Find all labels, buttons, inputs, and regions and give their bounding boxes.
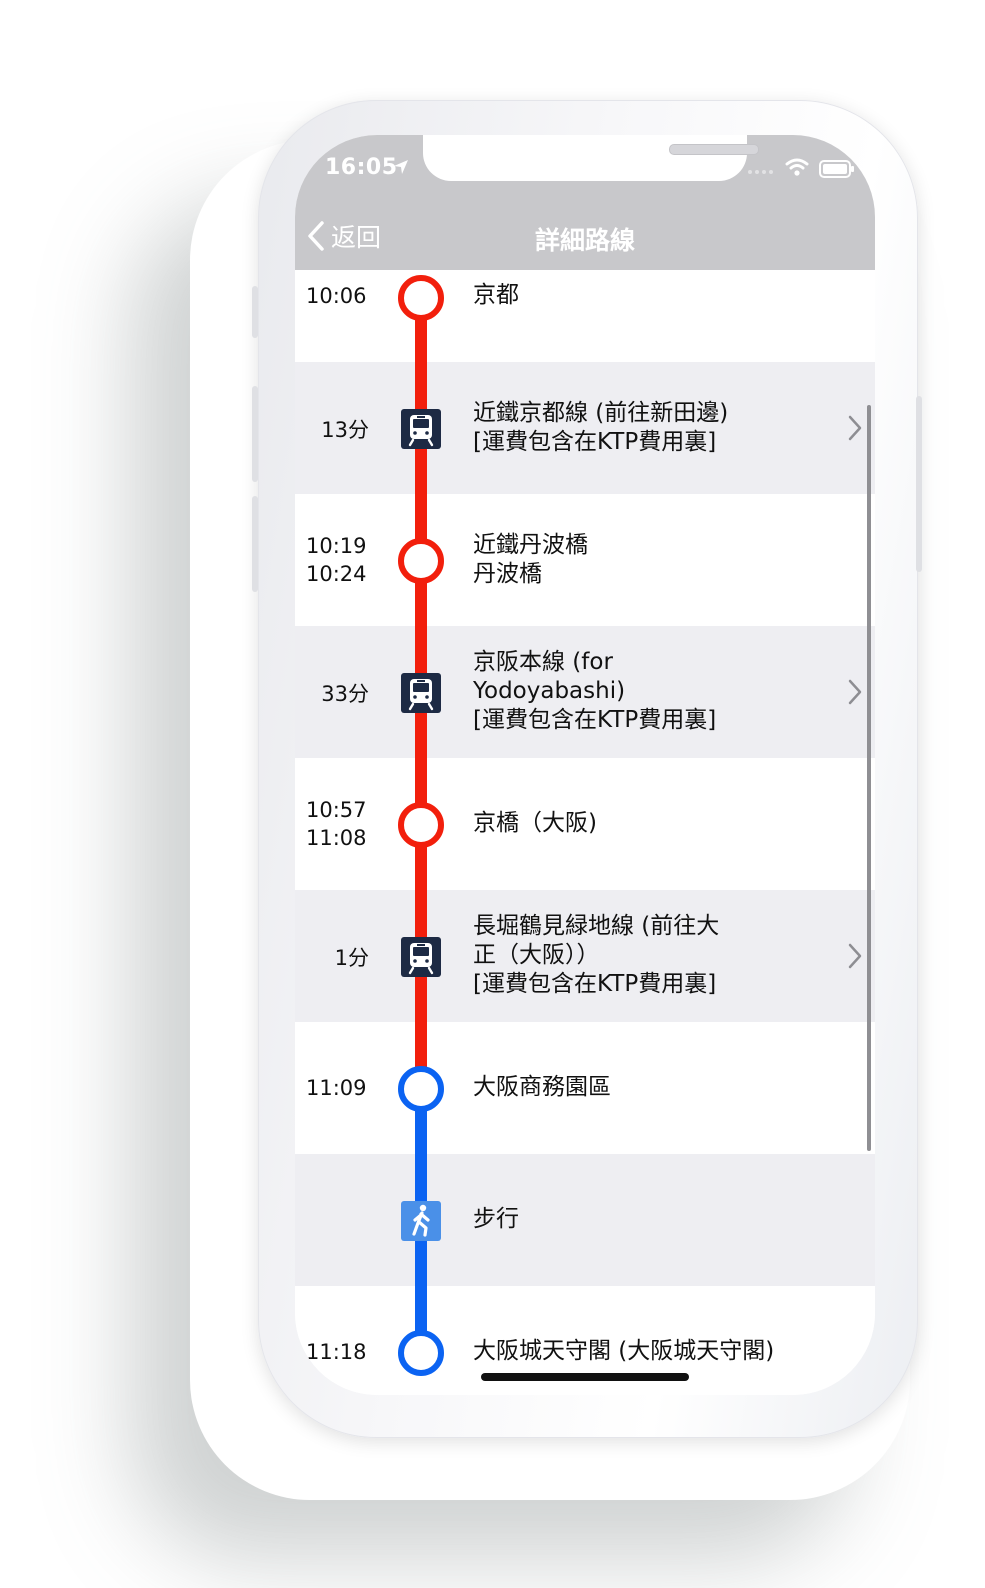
volume-up-button — [252, 386, 258, 482]
app-screen: 16:05 返回 詳細路線 10:06 — [295, 135, 875, 1395]
arrival-time: 11:18 — [306, 1340, 367, 1364]
arrival-station: 近鐵丹波橋 — [473, 532, 588, 558]
volume-down-button — [252, 496, 258, 592]
segment-duration: 33分 — [321, 682, 369, 706]
status-time: 16:05 — [325, 155, 398, 180]
station-name: 京都 — [473, 282, 519, 308]
fare-note: [運費包含在KTP費用裏] — [473, 971, 717, 997]
mute-switch — [252, 286, 258, 338]
back-label: 返回 — [331, 223, 382, 252]
station-name: 大阪城天守閣 (大阪城天守閣) — [473, 1338, 775, 1364]
fare-note: [運費包含在KTP費用裏] — [473, 429, 717, 455]
segment-description: 長堀鶴見緑地線 (前往大 正（大阪）） [運費包含在KTP費用裏] — [473, 912, 783, 999]
segment-row-walk: 步行 — [295, 1154, 875, 1286]
segment-duration: 13分 — [321, 418, 369, 442]
page-title: 詳細路線 — [534, 226, 635, 255]
station-marker — [398, 1330, 444, 1376]
arrival-time: 10:19 — [306, 534, 367, 558]
chevron-right-icon[interactable] — [847, 942, 863, 970]
scrollbar[interactable] — [867, 405, 871, 1151]
chevron-right-icon[interactable] — [847, 414, 863, 442]
signal-dots-icon — [748, 170, 773, 174]
stop-row-osaka-business-park: 11:09 大阪商務園區 — [295, 1022, 875, 1154]
station-name: 京橋（大阪) — [473, 810, 597, 836]
stop-row-tambabashi: 10:19 10:24 近鐵丹波橋 丹波橋 — [295, 494, 875, 626]
line-name-cont: Yodoyabashi) — [473, 678, 626, 704]
battery-icon — [819, 160, 854, 178]
arrival-time: 10:57 — [306, 798, 367, 822]
line-name-cont: 正（大阪）） — [473, 942, 600, 968]
walk-line — [415, 1286, 427, 1336]
station-name: 大阪商務園區 — [473, 1074, 611, 1100]
train-icon — [401, 673, 441, 713]
arrival-time: 11:09 — [306, 1076, 367, 1100]
speaker-grille — [669, 144, 759, 155]
power-button — [916, 396, 922, 572]
route-list: 10:06 京都 13分 近鐵京都線 (前往新田邊) [運費包含在KTP費用裏] — [295, 270, 875, 1395]
station-names: 近鐵丹波橋 丹波橋 — [473, 531, 783, 589]
segment-row-kintetsu[interactable]: 13分 近鐵京都線 (前往新田邊) [運費包含在KTP費用裏] — [295, 362, 875, 494]
fare-note: [運費包含在KTP費用裏] — [473, 707, 717, 733]
departure-station: 丹波橋 — [473, 561, 542, 587]
home-indicator[interactable] — [481, 1373, 689, 1381]
segment-row-keihan[interactable]: 33分 京阪本線 (for Yodoyabashi) [運費包含在KTP費用裏] — [295, 626, 875, 758]
chevron-right-icon[interactable] — [847, 678, 863, 706]
train-icon — [401, 937, 441, 977]
line-name: 京阪本線 (for — [473, 649, 613, 675]
departure-time: 10:24 — [306, 562, 367, 586]
station-marker — [398, 275, 444, 321]
train-icon — [401, 409, 441, 449]
route-line — [415, 1022, 427, 1072]
device-notch — [423, 135, 759, 181]
back-button[interactable]: 返回 — [307, 219, 381, 253]
segment-description: 京阪本線 (for Yodoyabashi) [運費包含在KTP費用裏] — [473, 648, 783, 735]
walking-person-icon — [401, 1201, 441, 1241]
stop-row-kyoto: 10:06 京都 — [295, 270, 875, 362]
arrival-time: 10:06 — [306, 284, 367, 308]
chevron-left-icon — [308, 221, 324, 251]
segment-description: 近鐵京都線 (前往新田邊) [運費包含在KTP費用裏] — [473, 399, 783, 457]
segment-label: 步行 — [473, 1206, 519, 1232]
location-arrow-icon — [394, 160, 408, 174]
station-marker — [398, 538, 444, 584]
wifi-icon — [785, 158, 809, 176]
segment-row-nagahori[interactable]: 1分 長堀鶴見緑地線 (前往大 正（大阪）） [運費包含在KTP費用裏] — [295, 890, 875, 1022]
departure-time: 11:08 — [306, 826, 367, 850]
stop-row-kyobashi: 10:57 11:08 京橋（大阪) — [295, 758, 875, 890]
segment-duration: 1分 — [334, 946, 369, 970]
station-marker — [398, 802, 444, 848]
station-marker — [398, 1066, 444, 1112]
transfer-times: 10:57 11:08 — [306, 796, 367, 852]
line-name: 長堀鶴見緑地線 (前往大 — [473, 913, 720, 939]
transfer-times: 10:19 10:24 — [306, 532, 367, 588]
line-name: 近鐵京都線 (前往新田邊) — [473, 400, 729, 426]
nav-header: 16:05 返回 詳細路線 — [295, 135, 875, 270]
